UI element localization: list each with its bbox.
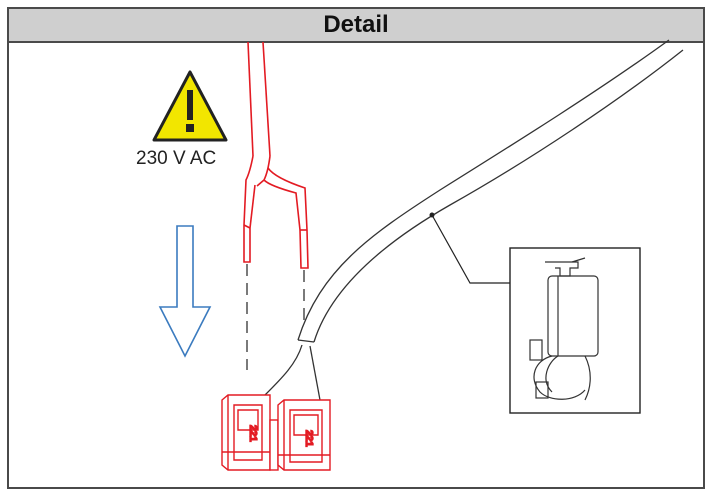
device-inset [509,247,641,414]
terminal-block: 221 [221,394,279,471]
callout-leader [429,212,510,284]
voltage-label: 230 V AC [136,148,217,169]
down-arrow-icon [158,225,212,358]
detail-header: Detail [9,9,703,43]
terminal-label: 221 [247,425,258,442]
mains-cable [243,41,309,269]
terminal-block: 221 [277,399,331,471]
detail-title: Detail [323,11,389,38]
appliance-cable [261,39,684,401]
insertion-guide-lines [246,264,305,370]
terminal-label: 221 [303,430,314,447]
warning-triangle-icon [152,70,228,142]
